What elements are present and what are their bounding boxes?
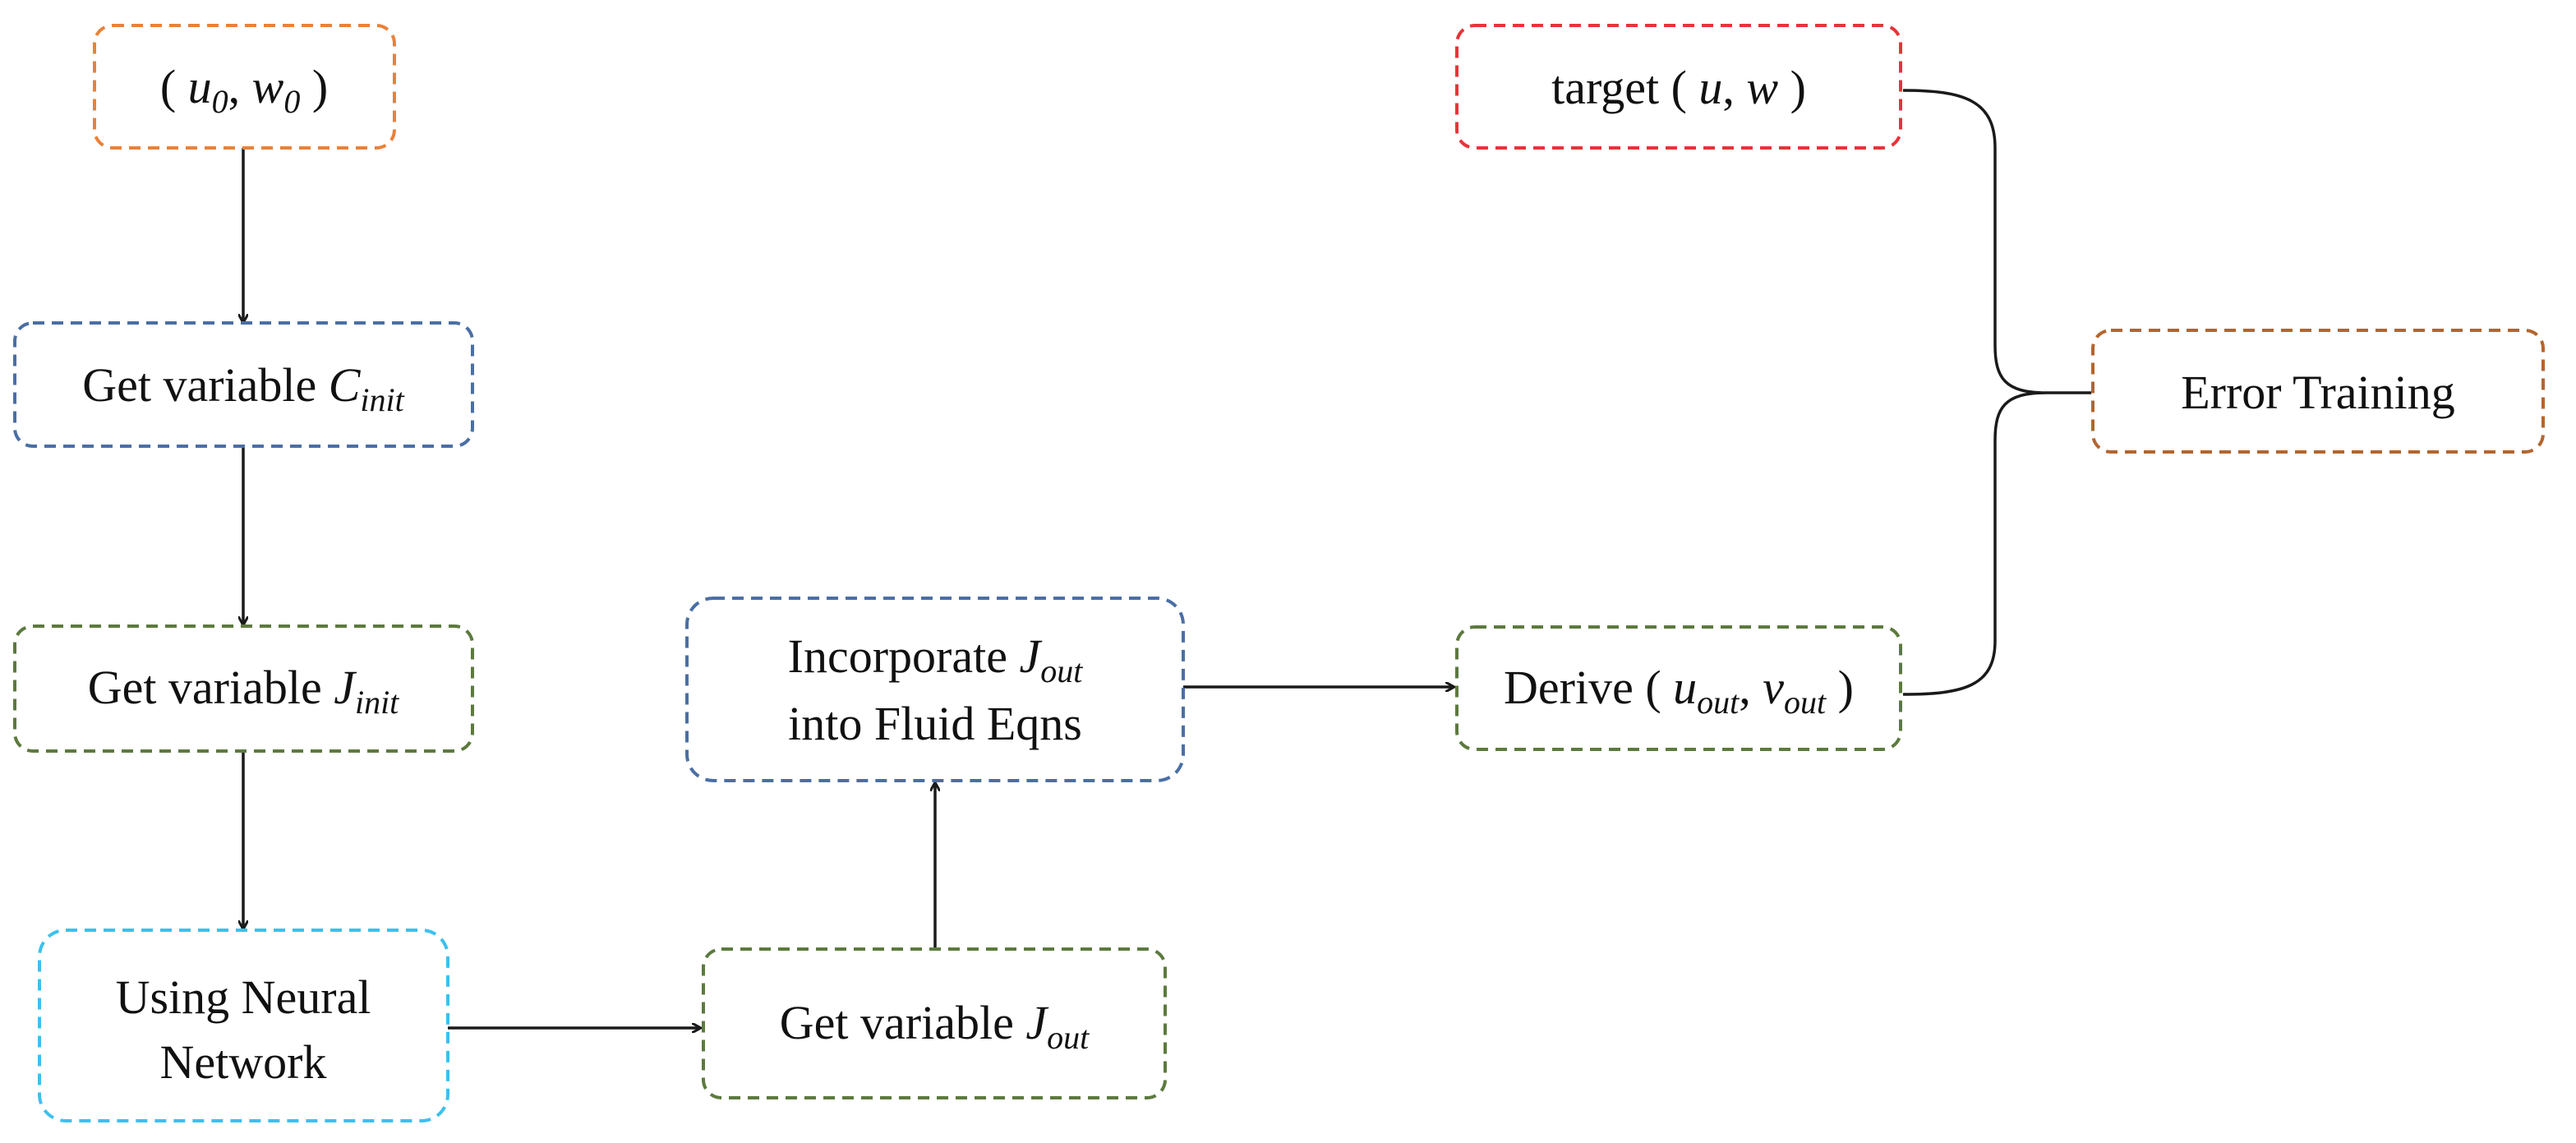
get-j-init-node: Get variable Jinit [13,625,474,753]
incorporate-node: Incorporate Jout into Fluid Eqns [685,597,1185,782]
get-c-init-label: Get variable Cinit [82,358,404,418]
derive-label: Derive ( uout, vout ) [1504,661,1854,721]
get-c-init-node: Get variable Cinit [13,321,474,448]
target-node: target ( u, w ) [1455,24,1902,150]
get-j-out-label: Get variable Jout [780,996,1090,1056]
initial-state-label: ( u0, w0 ) [160,60,328,120]
get-j-init-label: Get variable Jinit [88,661,399,721]
incorporate-label-line2: into Fluid Eqns [788,697,1082,750]
get-j-out-node: Get variable Jout [702,947,1167,1099]
incorporate-label-line1: Incorporate Jout [788,629,1084,689]
neural-network-label-line2: Network [160,1035,327,1089]
merge-bracket [1902,89,2047,696]
neural-network-node: Using Neural Network [38,929,449,1122]
error-training-node: Error Training [2091,329,2545,454]
derive-node: Derive ( uout, vout ) [1455,625,1902,751]
target-label: target ( u, w ) [1551,61,1806,114]
error-training-label: Error Training [2181,366,2455,419]
neural-network-label-line1: Using Neural [116,970,371,1024]
initial-state-node: ( u0, w0 ) [93,24,396,150]
